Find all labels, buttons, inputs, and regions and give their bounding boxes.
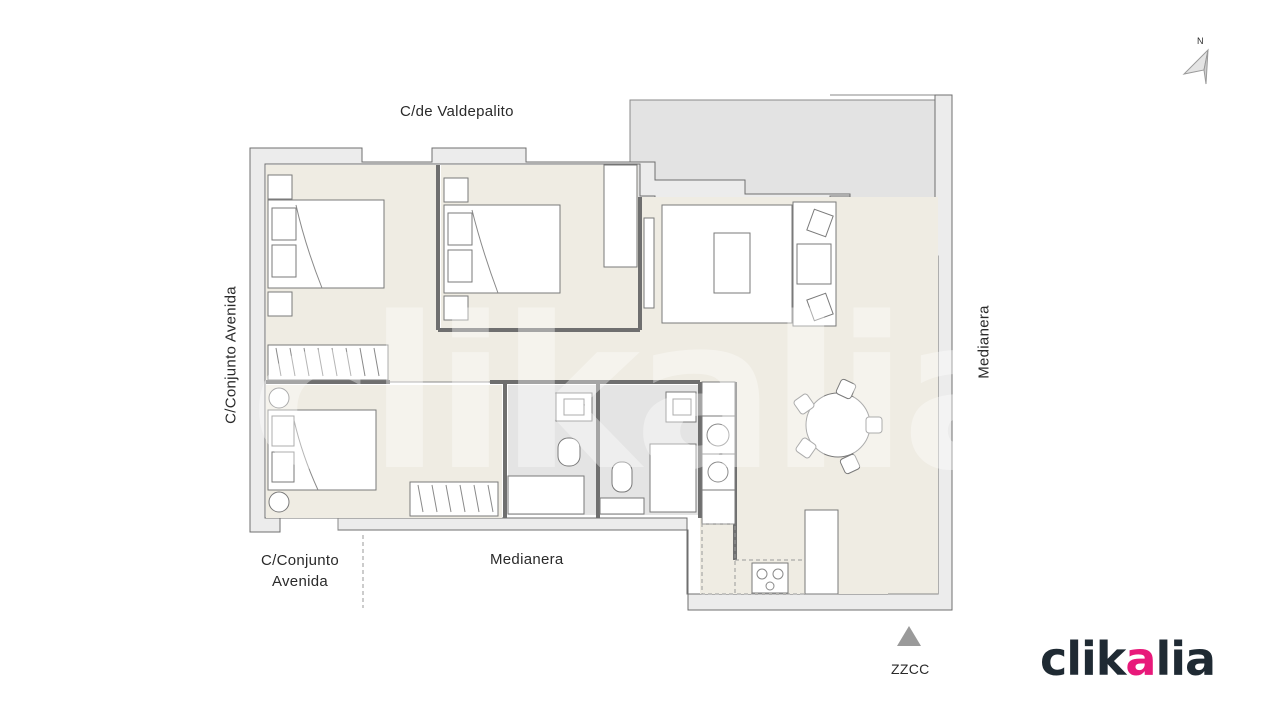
brand-logo-part-1: clik — [1040, 632, 1126, 686]
bathroom-1-fixtures — [507, 392, 593, 515]
door-thresholds — [337, 381, 938, 595]
party-wall-label-right: Medianera — [975, 305, 993, 379]
street-label-bottom-left: C/Conjunto Avenida — [255, 550, 345, 592]
street-label-top: C/de Valdepalito — [400, 103, 514, 120]
bedroom-1-furniture — [267, 174, 385, 317]
bedroom-3-furniture — [267, 387, 377, 513]
brand-logo-part-2: a — [1125, 632, 1156, 686]
party-wall-label-bottom: Medianera — [490, 551, 564, 568]
living-furniture — [643, 201, 837, 327]
north-label: N — [1197, 36, 1204, 46]
wardrobe-1 — [267, 344, 389, 381]
street-label-bottom-left-line-2: Avenida — [271, 573, 329, 590]
bathroom-2-fixtures — [599, 391, 697, 515]
entrance-arrow-icon — [897, 626, 921, 646]
wardrobe-2 — [409, 481, 499, 517]
north-arrow-icon — [1182, 48, 1209, 85]
street-label-left: C/Conjunto Avenida — [222, 286, 240, 424]
kitchen-counters — [701, 381, 839, 595]
street-label-bottom-left-line-1: C/Conjunto — [260, 552, 340, 569]
bedroom-2-furniture — [443, 164, 638, 321]
brand-logo: clikalia — [1040, 636, 1216, 682]
brand-logo-part-3: lia — [1155, 632, 1216, 686]
entrance-label: ZZCC — [891, 661, 930, 677]
dining-set — [793, 378, 883, 475]
